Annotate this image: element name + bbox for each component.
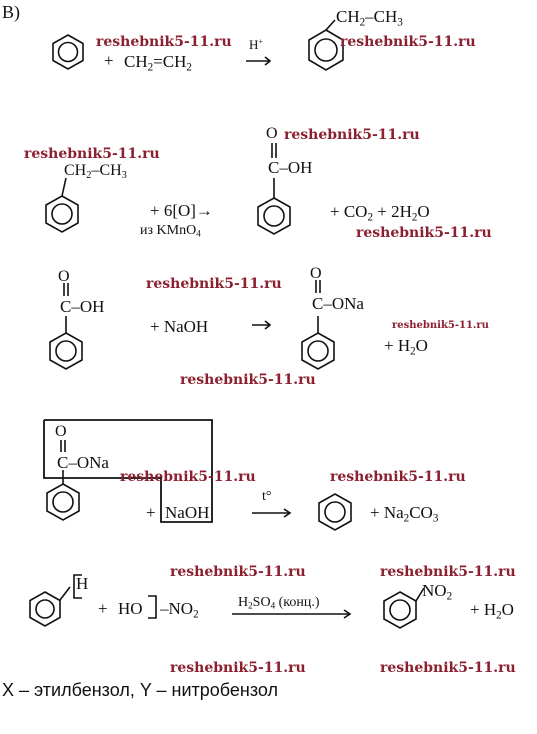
ethyl-group: CH2–CH3 [64,162,127,182]
watermark: reshebnik5-11.ru [284,127,420,143]
sodium-carboxylate: C–ONa [312,294,364,313]
reaction-box [43,419,213,523]
benzene-ring [318,493,352,531]
water-product: + H2O [384,336,428,358]
hydroxyl-group: HO [118,599,143,618]
conclusion-text: X – этилбензол, Y – нитробензол [2,680,279,700]
benzene-ring [29,574,82,627]
sodium-carboxylate: C–ONa [57,453,109,472]
water-product: + H2O [470,600,514,622]
heat-condition: t° [262,489,272,504]
watermark: reshebnik5-11.ru [170,564,306,580]
carbonyl-oxygen: O [55,423,67,440]
ethylbenzene-ring [308,19,344,71]
sodium-benzoate-ring [46,440,80,521]
hydrogen-atom: H [76,574,89,593]
plus-sign: + [98,599,108,618]
catalyst-label: H+ [249,36,264,53]
watermark: reshebnik5-11.ru [380,564,516,580]
section-label: В) [2,2,20,22]
reaction-arrow [252,508,292,518]
byproducts: + CO2 + 2H2O [330,202,430,224]
carboxyl-group: C–OH [268,158,313,177]
ethylene-formula: CH2=CH2 [124,52,192,74]
ethyl-group: CH2–CH3 [336,7,403,29]
carboxyl-group: C–OH [60,297,105,316]
nitro-group: NO2 [422,581,453,603]
watermark: reshebnik5-11.ru [24,146,160,162]
sodium-carbonate-product: + Na2CO3 [370,503,439,525]
catalyst-label: H2SO4 (конц.) [238,595,320,611]
watermark: reshebnik5-11.ru [180,372,316,388]
ho-bracket [148,595,157,619]
carbonyl-oxygen: O [310,265,322,282]
watermark: reshebnik5-11.ru [392,320,489,331]
nitrobenzene-ring [383,587,425,629]
reaction-arrow [232,609,352,619]
watermark: reshebnik5-11.ru [170,660,306,676]
sodium-hydroxide: NaOH [165,503,210,522]
sodium-hydroxide: + NaOH [150,317,209,336]
oxidant-source: из KMnO4 [140,223,201,239]
ethylbenzene-ring [45,177,79,233]
benzoic-acid-ring [257,143,291,235]
carbonyl-oxygen: O [58,268,70,285]
watermark: reshebnik5-11.ru [146,276,282,292]
watermark: reshebnik5-11.ru [356,225,492,241]
benzene-ring [52,34,84,70]
reaction-arrow [252,320,272,330]
watermark: reshebnik5-11.ru [330,469,466,485]
plus-sign: + [146,503,156,522]
carbonyl-oxygen: O [266,125,278,142]
nitro-reagent: –NO2 [160,599,199,621]
plus-sign: + [104,51,114,70]
watermark: reshebnik5-11.ru [96,34,232,50]
watermark: reshebnik5-11.ru [120,469,256,485]
oxidant-label: + 6[O]→ [150,201,213,220]
reaction-arrow [246,56,272,66]
benzoic-acid-ring [49,283,83,370]
sodium-benzoate-ring [301,280,335,370]
watermark: reshebnik5-11.ru [380,660,516,676]
watermark: reshebnik5-11.ru [340,34,476,50]
